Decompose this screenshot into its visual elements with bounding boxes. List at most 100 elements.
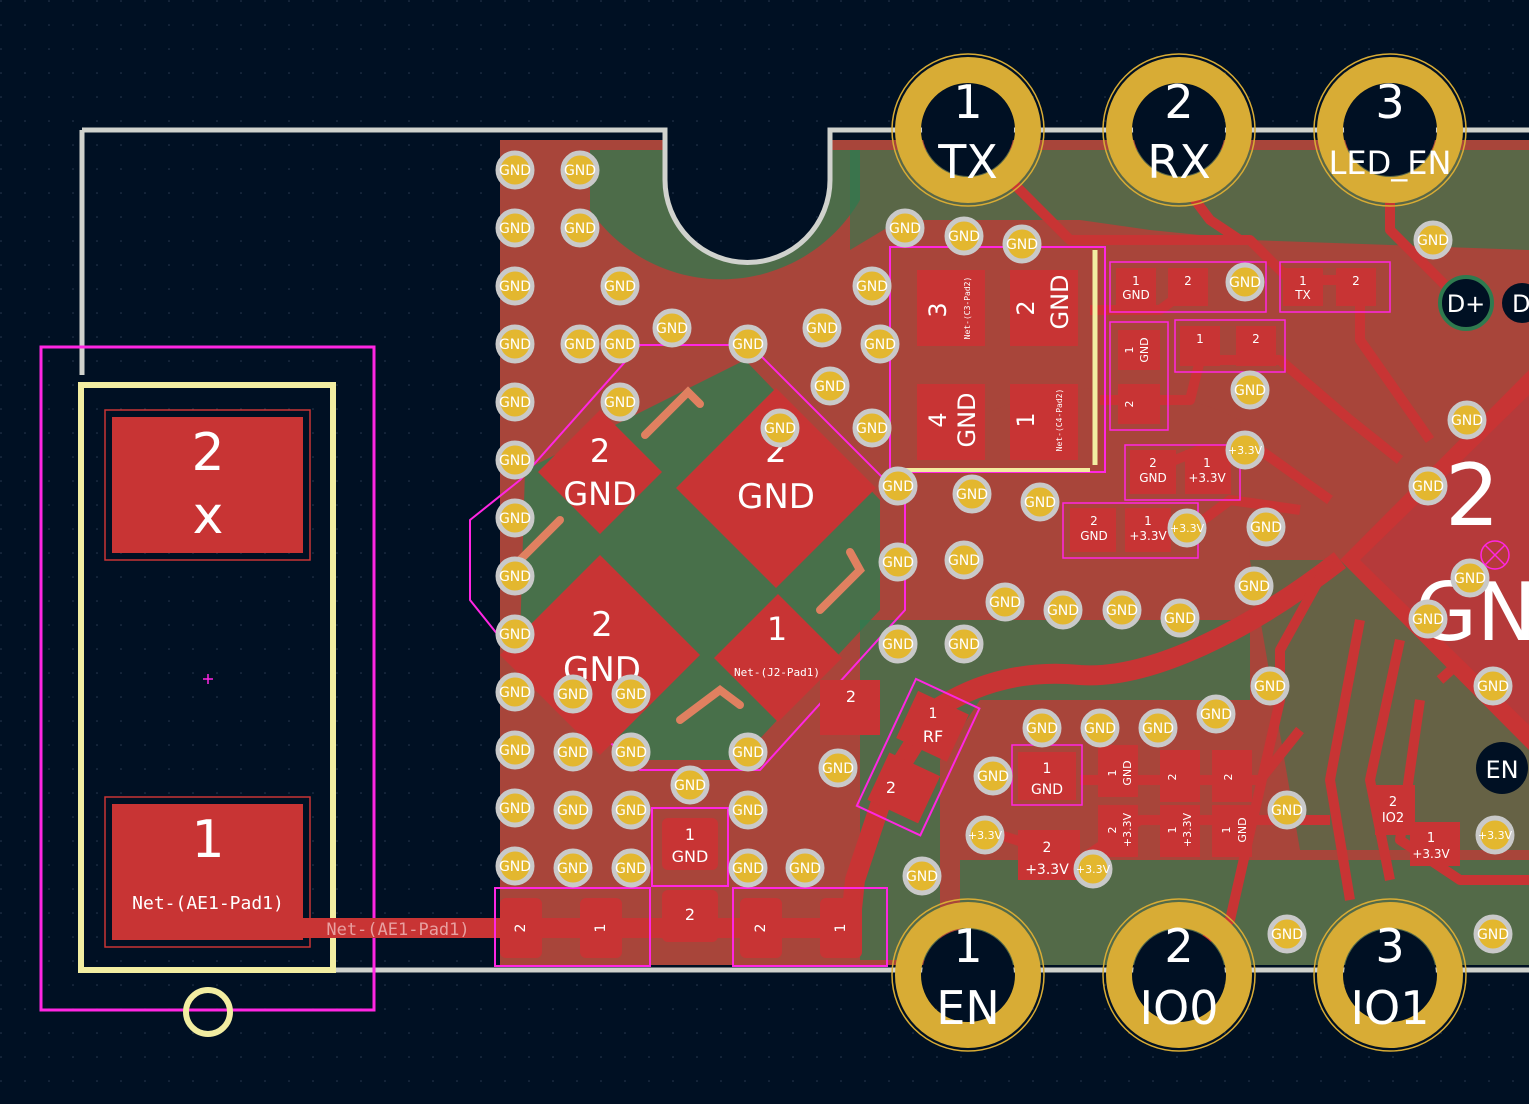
gnd-via xyxy=(860,324,900,364)
gnd-via xyxy=(553,732,593,772)
gnd-via xyxy=(611,790,651,830)
gnd-via xyxy=(878,466,918,506)
crystal-y1[interactable]: 3 Net-(C3-Pad2) 2 GND 4 GND 1 Net-(C4-Pa… xyxy=(889,246,1106,473)
pad-number: 2 xyxy=(1184,274,1192,288)
via-net-label: +3.3V xyxy=(968,829,1003,842)
pad-number: 2 xyxy=(1149,456,1157,470)
antenna-pad-1[interactable] xyxy=(112,804,303,940)
via-net-label: GND xyxy=(499,685,531,701)
gnd-via xyxy=(902,856,942,896)
via-net-label: GND xyxy=(977,769,1009,785)
gnd-via xyxy=(1450,558,1490,598)
gnd-via xyxy=(553,790,593,830)
via-net-label: GND xyxy=(674,778,706,794)
via-net-label: GND xyxy=(882,555,914,571)
pad-number: 1 xyxy=(593,924,609,933)
header-top-pin-rx[interactable]: 2 RX xyxy=(1102,53,1256,207)
pad-number: 2 xyxy=(1123,401,1136,408)
via-net-label: +3.3V xyxy=(1228,444,1263,457)
pad-number: 2 xyxy=(1252,332,1260,346)
header-bottom[interactable]: 1 EN 2 IO0 3 IO1 xyxy=(891,898,1467,1052)
gnd-via xyxy=(1020,482,1060,522)
header-top-pin-tx[interactable]: 1 TX xyxy=(891,53,1045,207)
gnd-via xyxy=(944,624,984,664)
header-top[interactable]: 1 TX 2 RX 3 LED_EN xyxy=(891,53,1467,207)
tp-en-label: EN xyxy=(1485,756,1518,784)
gnd-via xyxy=(728,790,768,830)
via-net-label: GND xyxy=(948,637,980,653)
header-bottom-pin-io0[interactable]: 2 IO0 xyxy=(1102,898,1256,1052)
crystal-pad-4[interactable] xyxy=(917,384,985,460)
antenna-silkscreen xyxy=(78,382,336,973)
via-net-label: GND xyxy=(806,321,838,337)
test-points[interactable]: D+ D EN xyxy=(1438,275,1529,794)
power-vias: +3.3V+3.3V+3.3V+3.3V+3.3V xyxy=(965,430,1515,889)
gnd-via xyxy=(600,266,640,306)
gnd-via xyxy=(611,674,651,714)
via-net-label: GND xyxy=(1271,803,1303,819)
pad-number: 2 xyxy=(1090,514,1098,528)
gnd-via xyxy=(600,382,640,422)
crystal-pad-1[interactable] xyxy=(1010,384,1078,460)
gnd-via xyxy=(1250,666,1290,706)
antenna-footprint[interactable]: 2 x 1 Net-(AE1-Pad1) xyxy=(39,345,376,1037)
via-net-label: GND xyxy=(1412,479,1444,495)
via-net-label: GND xyxy=(499,801,531,817)
crystal-pad-label: Net-(C4-Pad2) xyxy=(1055,389,1064,452)
gnd-via xyxy=(1234,566,1274,606)
j2-pad-label: GND xyxy=(737,477,815,517)
antenna-pad2-number: 2 xyxy=(191,423,224,483)
crystal-pad-2[interactable] xyxy=(1010,270,1078,346)
gnd-via xyxy=(1267,914,1307,954)
gnd-via xyxy=(852,266,892,306)
gnd-via xyxy=(495,846,535,886)
gnd-via xyxy=(985,582,1025,622)
via-net-label: GND xyxy=(615,861,647,877)
via-net-label: GND xyxy=(906,869,938,885)
header-bottom-pin-en[interactable]: 1 EN xyxy=(891,898,1045,1052)
j2-pad-signal[interactable] xyxy=(714,594,842,722)
antenna-pad-2[interactable] xyxy=(112,417,303,553)
gnd-via xyxy=(785,848,825,888)
pad-net: GND xyxy=(1122,288,1150,302)
j2-pad-gnd-b[interactable] xyxy=(676,388,876,588)
antenna-pad2-net: x xyxy=(193,486,224,546)
j2-pad-gnd-a[interactable] xyxy=(538,410,662,534)
via-net-label: GND xyxy=(1477,927,1509,943)
gnd-via xyxy=(495,730,535,770)
gnd-via xyxy=(495,556,535,596)
tp-dminus-label: D xyxy=(1512,290,1529,318)
gnd-via xyxy=(728,848,768,888)
header-bottom-pin-io1[interactable]: 3 IO1 xyxy=(1313,898,1467,1052)
j2-pad-label: GND xyxy=(563,475,636,513)
via-net-label: GND xyxy=(1164,611,1196,627)
gnd-via xyxy=(1473,914,1513,954)
connector-j2[interactable]: 2 GND 2 GND 2 GND 1 Net-(J2-Pad1) xyxy=(469,344,906,771)
j2-pad-gnd-c[interactable] xyxy=(500,555,700,755)
pin-number: 2 xyxy=(1164,75,1193,129)
via-net-label: GND xyxy=(882,479,914,495)
antenna-pad1-number: 1 xyxy=(191,810,224,870)
gnd-via xyxy=(495,614,535,654)
crystal-pad-3[interactable] xyxy=(917,270,985,346)
pad-net: IO2 xyxy=(1382,811,1404,826)
j2-pad-label: 2 xyxy=(590,432,610,470)
via-net-label: GND xyxy=(864,337,896,353)
pin-label: IO0 xyxy=(1139,981,1218,1035)
j2-pad-label: 1 xyxy=(767,610,787,648)
power-via xyxy=(1225,430,1265,470)
via-net-label: GND xyxy=(499,627,531,643)
gnd-via xyxy=(1408,599,1448,639)
gnd-via xyxy=(553,674,593,714)
crystal-pad-label: 3 xyxy=(924,302,952,317)
gnd-via xyxy=(600,324,640,364)
via-net-label: GND xyxy=(1238,579,1270,595)
passive-components[interactable]: 1 GND 2 1 TX 2 1 GND 2 1 2 2 GND 1 +3.3V… xyxy=(494,261,1460,967)
header-top-pin-led-en[interactable]: 3 LED_EN xyxy=(1313,53,1467,207)
via-net-label: GND xyxy=(499,395,531,411)
via-net-label: GND xyxy=(604,279,636,295)
via-net-label: GND xyxy=(499,569,531,585)
via-net-label: GND xyxy=(1084,721,1116,737)
pin-number: 1 xyxy=(953,919,982,973)
